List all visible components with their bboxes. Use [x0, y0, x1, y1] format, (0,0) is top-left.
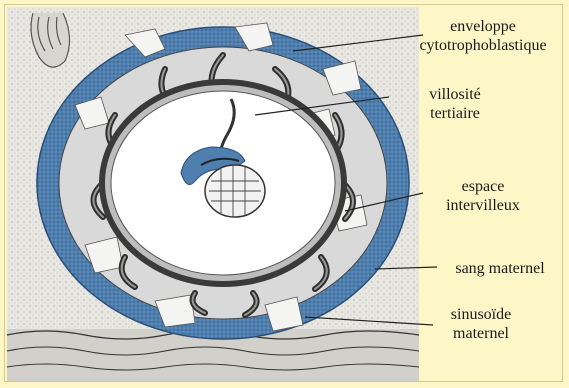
- label-villosite-line2: tertiaire: [405, 104, 505, 123]
- label-sinusoide-maternel: sinusoïde maternel: [431, 305, 531, 343]
- label-sinusoide-line2: maternel: [431, 324, 531, 343]
- label-villosite-line1: villosité: [405, 85, 505, 104]
- label-espace-intervilleux: espace intervilleux: [423, 177, 543, 215]
- label-sang-maternel: sang maternel: [441, 259, 559, 278]
- label-espace-line1: espace: [423, 177, 543, 196]
- label-espace-line2: intervilleux: [423, 196, 543, 215]
- label-enveloppe-line2: cytotrophoblastique: [403, 36, 563, 55]
- figure-frame: enveloppe cytotrophoblastique villosité …: [4, 4, 563, 382]
- label-villosite-tertiaire: villosité tertiaire: [405, 85, 505, 123]
- label-enveloppe-cytotrophoblastique: enveloppe cytotrophoblastique: [403, 17, 563, 55]
- label-enveloppe-line1: enveloppe: [403, 17, 563, 36]
- label-sinusoide-line1: sinusoïde: [431, 305, 531, 324]
